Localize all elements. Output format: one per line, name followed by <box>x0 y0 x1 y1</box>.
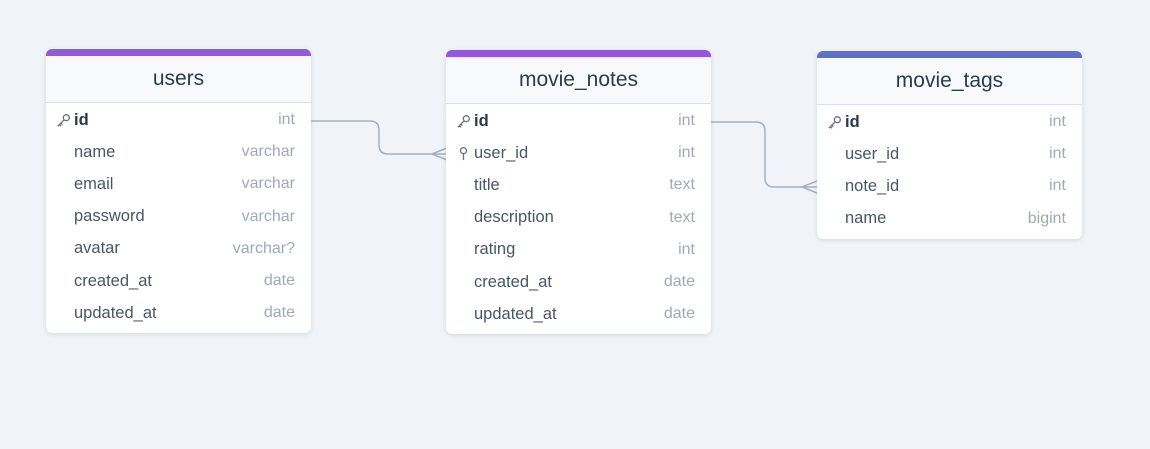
table-title: users <box>152 67 205 90</box>
field-type: varchar <box>241 175 295 193</box>
field-name: name <box>845 209 887 228</box>
field-name: updated_at <box>474 304 557 323</box>
table-row[interactable]: id int <box>817 106 1082 138</box>
table-header: users <box>46 56 311 103</box>
field-type: date <box>663 305 695 323</box>
table-title: movie_tags <box>895 69 1004 92</box>
table-row[interactable]: id int <box>446 105 711 137</box>
field-name: rating <box>474 240 516 259</box>
table-row[interactable]: updated_at date <box>446 298 711 330</box>
field-name: created_at <box>74 271 152 290</box>
field-type: varchar <box>241 143 295 161</box>
table-row[interactable]: title text <box>446 169 711 201</box>
field-type: date <box>663 273 695 291</box>
connector-line <box>711 121 817 188</box>
table-row[interactable]: rating int <box>446 234 711 266</box>
field-type: date <box>263 272 295 290</box>
field-name: email <box>74 174 114 193</box>
table-row[interactable]: user_id int <box>446 137 711 169</box>
field-name: updated_at <box>74 303 157 322</box>
relation-movie-notes-movie-tags <box>711 121 818 194</box>
field-name: note_id <box>845 176 900 195</box>
pin-icon <box>455 145 471 161</box>
field-type: text <box>669 208 695 226</box>
table-row[interactable]: id int <box>46 104 311 136</box>
field-name: created_at <box>474 272 552 291</box>
table-row[interactable]: avatar varchar? <box>46 233 311 265</box>
table-row[interactable]: name varchar <box>46 136 311 168</box>
table-row[interactable]: email varchar <box>46 168 311 200</box>
table-row[interactable]: note_id int <box>817 170 1082 202</box>
field-type: int <box>1049 113 1066 131</box>
table-row[interactable]: created_at date <box>46 265 311 297</box>
key-icon <box>55 112 71 128</box>
field-type: int <box>678 112 695 130</box>
field-name: password <box>74 207 145 226</box>
field-name: title <box>474 175 500 194</box>
field-type: int <box>1049 177 1066 195</box>
field-type: int <box>678 144 695 162</box>
table-accent-bar <box>446 50 711 57</box>
table-row[interactable]: updated_at date <box>46 297 311 329</box>
field-type: varchar <box>241 207 295 225</box>
key-icon <box>455 113 471 129</box>
table-row[interactable]: name bigint <box>817 203 1082 235</box>
field-type: bigint <box>1027 209 1066 227</box>
field-name: id <box>74 110 89 129</box>
field-name: description <box>474 208 554 227</box>
table-header: movie_tags <box>817 58 1082 105</box>
field-name: user_id <box>845 144 900 163</box>
table-accent-bar <box>46 49 311 56</box>
connector-line <box>311 120 447 155</box>
table-row[interactable]: description text <box>446 202 711 234</box>
field-name: id <box>845 112 860 131</box>
table-row[interactable]: user_id int <box>817 138 1082 170</box>
key-icon <box>826 114 842 130</box>
table-movie-notes[interactable]: movie_notes id int user_id int title tex… <box>446 50 711 335</box>
field-type: varchar? <box>232 239 295 257</box>
table-header: movie_notes <box>446 57 711 104</box>
field-type: int <box>678 240 695 258</box>
field-name: id <box>474 111 489 130</box>
relation-users-movie-notes <box>311 120 448 161</box>
crowsfoot-icon <box>431 147 448 161</box>
field-type: date <box>263 304 295 322</box>
field-type: int <box>1049 145 1066 163</box>
table-row[interactable]: password varchar <box>46 201 311 233</box>
field-name: name <box>74 142 116 161</box>
field-type: text <box>669 176 695 194</box>
field-name: user_id <box>474 143 529 162</box>
table-row[interactable]: created_at date <box>446 266 711 298</box>
table-accent-bar <box>817 51 1082 58</box>
table-title: movie_notes <box>518 68 639 91</box>
field-type: int <box>278 111 295 129</box>
table-movie-tags[interactable]: movie_tags id int user_id int note_id in… <box>817 51 1082 239</box>
table-users[interactable]: users id int name varchar email varchar … <box>46 49 311 334</box>
field-name: avatar <box>74 239 120 258</box>
crowsfoot-icon <box>801 180 818 194</box>
